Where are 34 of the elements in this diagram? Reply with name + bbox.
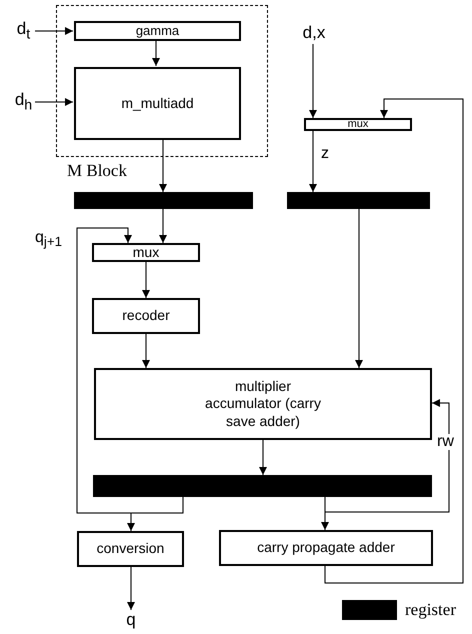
arrow [355, 208, 363, 368]
arrow [159, 138, 167, 192]
edge-label: rw [436, 434, 455, 450]
signal-label: q [122, 610, 140, 630]
arrow [127, 566, 135, 610]
edge-label: q$_{j+1}$ [34, 230, 64, 249]
register-bar [287, 192, 430, 209]
arrow [34, 27, 74, 35]
arrow [259, 440, 267, 476]
arrow [142, 262, 150, 298]
arrow [309, 44, 317, 118]
arrow [34, 98, 74, 106]
arrow [152, 40, 160, 66]
process-box: gamma [74, 21, 241, 41]
process-box: recoder [92, 298, 200, 334]
arrow [309, 130, 317, 192]
process-box: mux [304, 118, 412, 131]
process-box: conversion [77, 531, 184, 567]
arrow [159, 208, 167, 244]
register-bar [93, 475, 432, 497]
arrow [324, 399, 450, 512]
process-box: m_multiadd [74, 67, 241, 140]
legend-text: register [405, 600, 456, 620]
block-heading: M Block [67, 160, 127, 182]
arrow [127, 496, 184, 532]
signal-label: d$_{t}$ [12, 20, 35, 42]
signal-label: d$_{h}$ [12, 91, 35, 113]
arrow [324, 98, 464, 584]
register-bar [74, 192, 253, 209]
process-box: mux [92, 243, 200, 262]
process-box: carry propagate adder [219, 530, 433, 566]
signal-label: d,x [296, 22, 332, 44]
process-box: multiplier accumulator (carry save adder) [94, 368, 432, 440]
arrow [142, 334, 150, 368]
